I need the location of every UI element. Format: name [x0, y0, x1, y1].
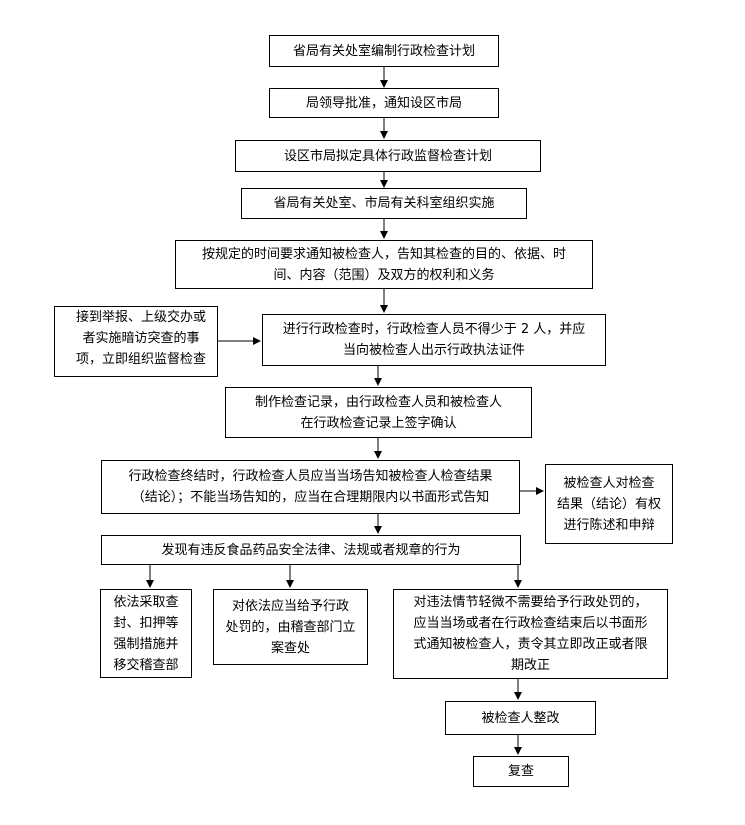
step-recheck: 复查: [473, 756, 569, 787]
appeal-rights: 被检查人对检查 结果（结论）有权 进行陈述和申辩: [545, 464, 673, 544]
step-conclude: 行政检查终结时，行政检查人员应当当场告知被检查人检查结果 （结论）；不能当场告知…: [101, 460, 520, 514]
branch-penalty: 对依法应当给予行政 处罚的，由稽查部门立 案查处: [213, 589, 368, 665]
step-record: 制作检查记录，由行政检查人员和被检查人 在行政检查记录上签字确认: [225, 387, 532, 438]
branch-correction-order: 对违法情节轻微不需要给予行政处罚的， 应当当场或者在行政检查结束后以书面形 式通…: [393, 589, 668, 679]
step-notify-inspected: 按规定的时间要求通知被检查人，告知其检查的目的、依据、时 间、内容（范围）及双方…: [175, 240, 593, 289]
step-rectify: 被检查人整改: [445, 701, 596, 735]
step-organize: 省局有关处室、市局有关科室组织实施: [241, 188, 527, 219]
step-approve-notify: 局领导批准，通知设区市局: [269, 88, 499, 118]
report-trigger: 接到举报、上级交办或 者实施暗访突查的事 项，立即组织监督检查: [54, 306, 218, 377]
step-conduct-inspection: 进行行政检查时，行政检查人员不得少于 2 人，并应 当向被检查人出示行政执法证件: [262, 314, 606, 366]
branch-coercive-measures: 依法采取查 封、扣押等 强制措施并 移交稽查部: [100, 589, 192, 678]
step-city-plan: 设区市局拟定具体行政监督检查计划: [235, 140, 541, 172]
step-compile-plan: 省局有关处室编制行政检查计划: [269, 35, 499, 67]
step-violation-found: 发现有违反食品药品安全法律、法规或者规章的行为: [101, 535, 521, 565]
